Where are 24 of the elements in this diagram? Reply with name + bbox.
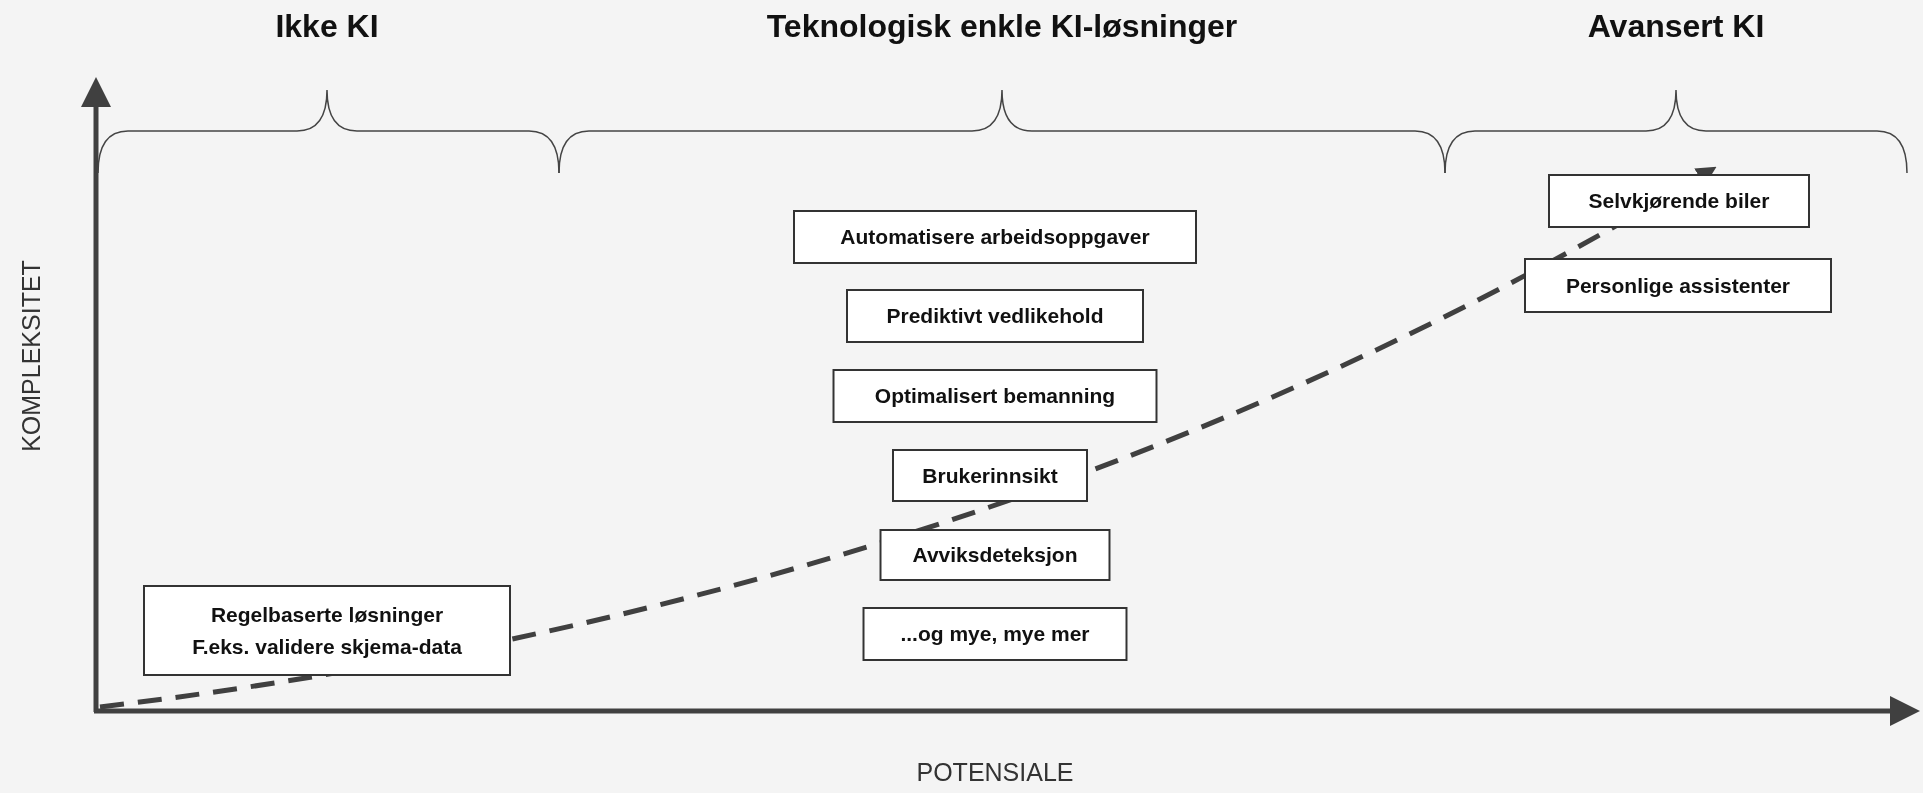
box-text: Prediktivt vedlikehold <box>886 303 1104 329</box>
text-box <box>879 529 1111 581</box>
text-box <box>862 607 1128 661</box>
box-text: Brukerinnsikt <box>922 462 1058 489</box>
section-heading: Teknologisk enkle KI-løsninger <box>766 8 1238 45</box>
box-text: Personlige assistenter <box>1565 272 1791 299</box>
box-text: Avviksdeteksjon <box>912 542 1078 568</box>
text-box <box>892 449 1088 502</box>
text-box <box>1548 174 1810 228</box>
box-text: ...og mye, mye mer <box>900 621 1090 647</box>
box-text: F.eks. validere skjema-data <box>192 633 462 660</box>
text-box <box>1524 258 1832 313</box>
box-text: Selvkjørende biler <box>1588 188 1770 214</box>
text-box <box>793 210 1197 264</box>
text-box <box>832 369 1158 423</box>
text-box <box>846 289 1144 343</box>
box-text: Regelbaserte løsninger <box>210 601 444 628</box>
box-text: Optimalisert bemanning <box>874 383 1116 409</box>
axis-label: POTENSIALE <box>916 758 1074 787</box>
section-heading: Avansert KI <box>1587 8 1765 45</box>
box-text: Automatisere arbeidsoppgaver <box>840 224 1150 250</box>
text-box <box>143 585 511 676</box>
axis-label: KOMPLEKSITET <box>16 260 46 452</box>
section-heading: Ikke KI <box>275 8 379 45</box>
